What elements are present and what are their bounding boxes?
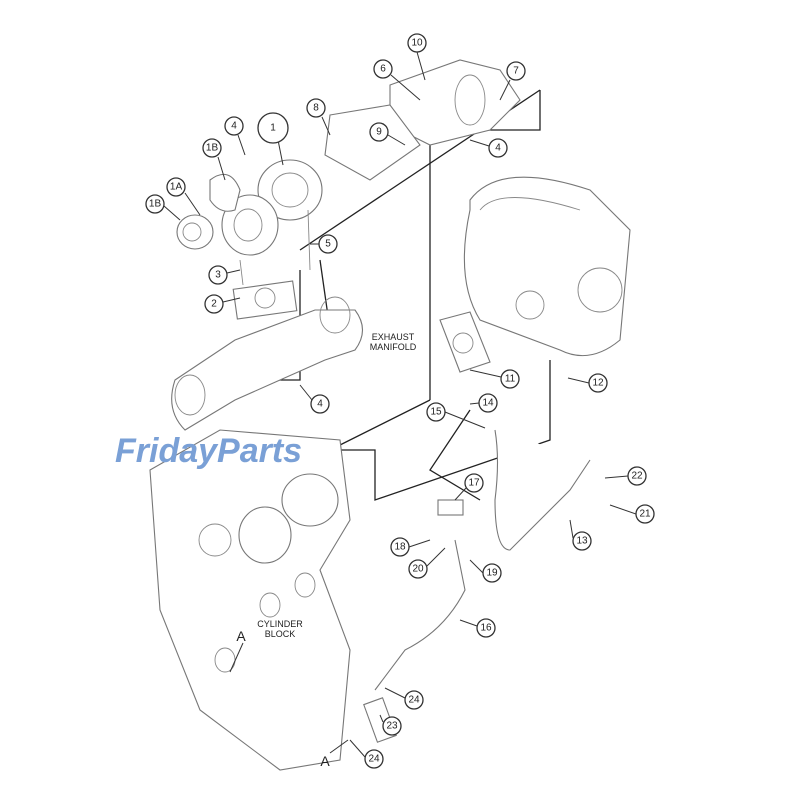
callout-8[interactable]: 8: [306, 98, 326, 118]
callout-24[interactable]: 24: [364, 749, 384, 769]
callout-16[interactable]: 16: [476, 618, 496, 638]
callout-11[interactable]: 11: [500, 369, 520, 389]
callout-3[interactable]: 3: [208, 265, 228, 285]
callout-label: 2: [211, 299, 217, 310]
callout-13[interactable]: 13: [572, 531, 592, 551]
callout-14[interactable]: 14: [478, 393, 498, 413]
callout-6[interactable]: 6: [373, 59, 393, 79]
callout-19[interactable]: 19: [482, 563, 502, 583]
callout-17[interactable]: 17: [464, 473, 484, 493]
callout-label: 12: [592, 378, 604, 389]
callout-label: 24: [368, 754, 380, 765]
callout-label: 1A: [170, 182, 183, 193]
oil-lines: [363, 429, 591, 743]
callout-2[interactable]: 2: [204, 294, 224, 314]
muffler-gasket: [439, 311, 491, 373]
leader-lines: [163, 51, 637, 758]
assembly-line: [429, 409, 481, 501]
callout-label: 1B: [206, 143, 219, 154]
callout-label: 15: [430, 407, 442, 418]
callout-label: 24: [408, 695, 420, 706]
exhaust-elbow: [324, 59, 521, 181]
watermark-logo: FridayParts: [115, 432, 302, 470]
callout-4[interactable]: 4: [488, 138, 508, 158]
callout-label: 9: [376, 127, 382, 138]
callout-label: 22: [631, 471, 643, 482]
callout-12[interactable]: 12: [588, 373, 608, 393]
callout-1b[interactable]: 1B: [202, 138, 222, 158]
callout-7[interactable]: 7: [506, 61, 526, 81]
reference-a-bottom: A: [320, 753, 330, 769]
callout-label: 7: [513, 66, 519, 77]
engine-block: [149, 429, 351, 771]
callouts: 10 6 7 8 9 4 4 1 1B 1A 1B 5 3 2 11 12 4 …: [145, 33, 655, 769]
callout-1a[interactable]: 1A: [166, 177, 186, 197]
cylinder-block-label-line1: CYLINDER: [257, 619, 303, 629]
callout-label: 10: [411, 38, 423, 49]
exhaust-manifold-label-line2: MANIFOLD: [370, 342, 417, 352]
callout-label: 4: [495, 143, 501, 154]
callout-label: 21: [639, 509, 651, 520]
callout-18[interactable]: 18: [390, 537, 410, 557]
callout-1-highlighted[interactable]: 1: [257, 112, 289, 144]
callout-23[interactable]: 23: [382, 716, 402, 736]
exhaust-manifold-label-line1: EXHAUST: [372, 332, 415, 342]
callout-label: 8: [313, 103, 319, 114]
callout-label: 3: [215, 270, 221, 281]
callout-4[interactable]: 4: [224, 116, 244, 136]
callout-label: 4: [231, 121, 237, 132]
callout-label: 1: [270, 123, 276, 134]
callout-10[interactable]: 10: [407, 33, 427, 53]
highlight-ring: [257, 112, 289, 144]
callout-label: 16: [480, 623, 492, 634]
callout-5[interactable]: 5: [318, 234, 338, 254]
callout-label: 4: [317, 399, 323, 410]
reference-a-top: A: [236, 628, 246, 644]
assembly-line: [329, 360, 551, 501]
cylinder-block-label-line2: BLOCK: [265, 629, 296, 639]
callout-21[interactable]: 21: [635, 504, 655, 524]
callout-1b[interactable]: 1B: [145, 194, 165, 214]
callout-4[interactable]: 4: [310, 394, 330, 414]
turbocharger: [176, 159, 323, 256]
callout-15[interactable]: 15: [426, 402, 446, 422]
callout-label: 14: [482, 398, 494, 409]
callout-22[interactable]: 22: [627, 466, 647, 486]
callout-label: 6: [380, 64, 386, 75]
callout-label: 13: [576, 536, 588, 547]
callout-label: 18: [394, 542, 406, 553]
callout-label: 1B: [149, 199, 162, 210]
callout-label: 23: [386, 721, 398, 732]
callout-9[interactable]: 9: [369, 122, 389, 142]
callout-20[interactable]: 20: [408, 559, 428, 579]
callout-label: 17: [468, 478, 480, 489]
muffler: [463, 176, 631, 357]
callout-24[interactable]: 24: [404, 690, 424, 710]
callout-label: 5: [325, 239, 331, 250]
callout-label: 20: [412, 564, 424, 575]
callout-label: 11: [505, 374, 516, 385]
turbo-gasket-and-flange: [232, 209, 311, 320]
exhaust-manifold: [171, 296, 364, 431]
callout-label: 19: [486, 568, 498, 579]
